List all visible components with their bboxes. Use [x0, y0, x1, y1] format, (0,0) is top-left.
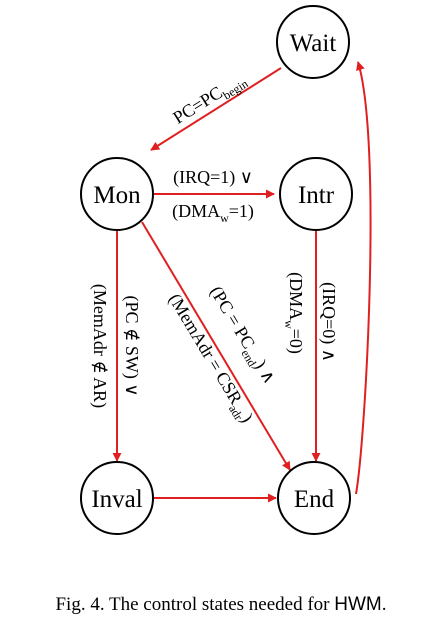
edge-label-mon-inval-1: (PC ∉ SW) ∨: [121, 295, 142, 396]
figure-caption: Fig. 4. The control states needed for HW…: [55, 594, 387, 615]
edge-wait-to-mon: [150, 67, 282, 151]
state-inval: [80, 461, 154, 535]
state-wait: [276, 5, 350, 79]
edge-label-mon-intr-2: (DMAw=1): [172, 201, 254, 225]
state-intr-label: Intr: [298, 182, 335, 209]
edge-label-mon-inval-2: (MemAdr ∉ AR): [89, 284, 110, 408]
state-mon-label: Mon: [93, 182, 141, 209]
edge-label-wait-mon: PC=PCbegin: [169, 68, 250, 131]
state-intr: [279, 157, 353, 231]
state-end: [277, 461, 351, 535]
state-wait-label: Wait: [290, 30, 337, 57]
edge-label-intr-end-1: (IRQ=0) ∧: [318, 282, 339, 362]
state-inval-label: Inval: [91, 486, 142, 513]
state-end-label: End: [294, 486, 335, 513]
edge-label-intr-end-2: (DMAw=0): [282, 272, 306, 354]
caption-term: HWM: [334, 594, 382, 615]
edge-label-mon-intr-1: (IRQ=1) ∨: [173, 167, 253, 188]
state-mon: [80, 157, 154, 231]
edge-mon-to-end: [141, 221, 291, 471]
edge-end-to-wait: [355, 61, 372, 495]
